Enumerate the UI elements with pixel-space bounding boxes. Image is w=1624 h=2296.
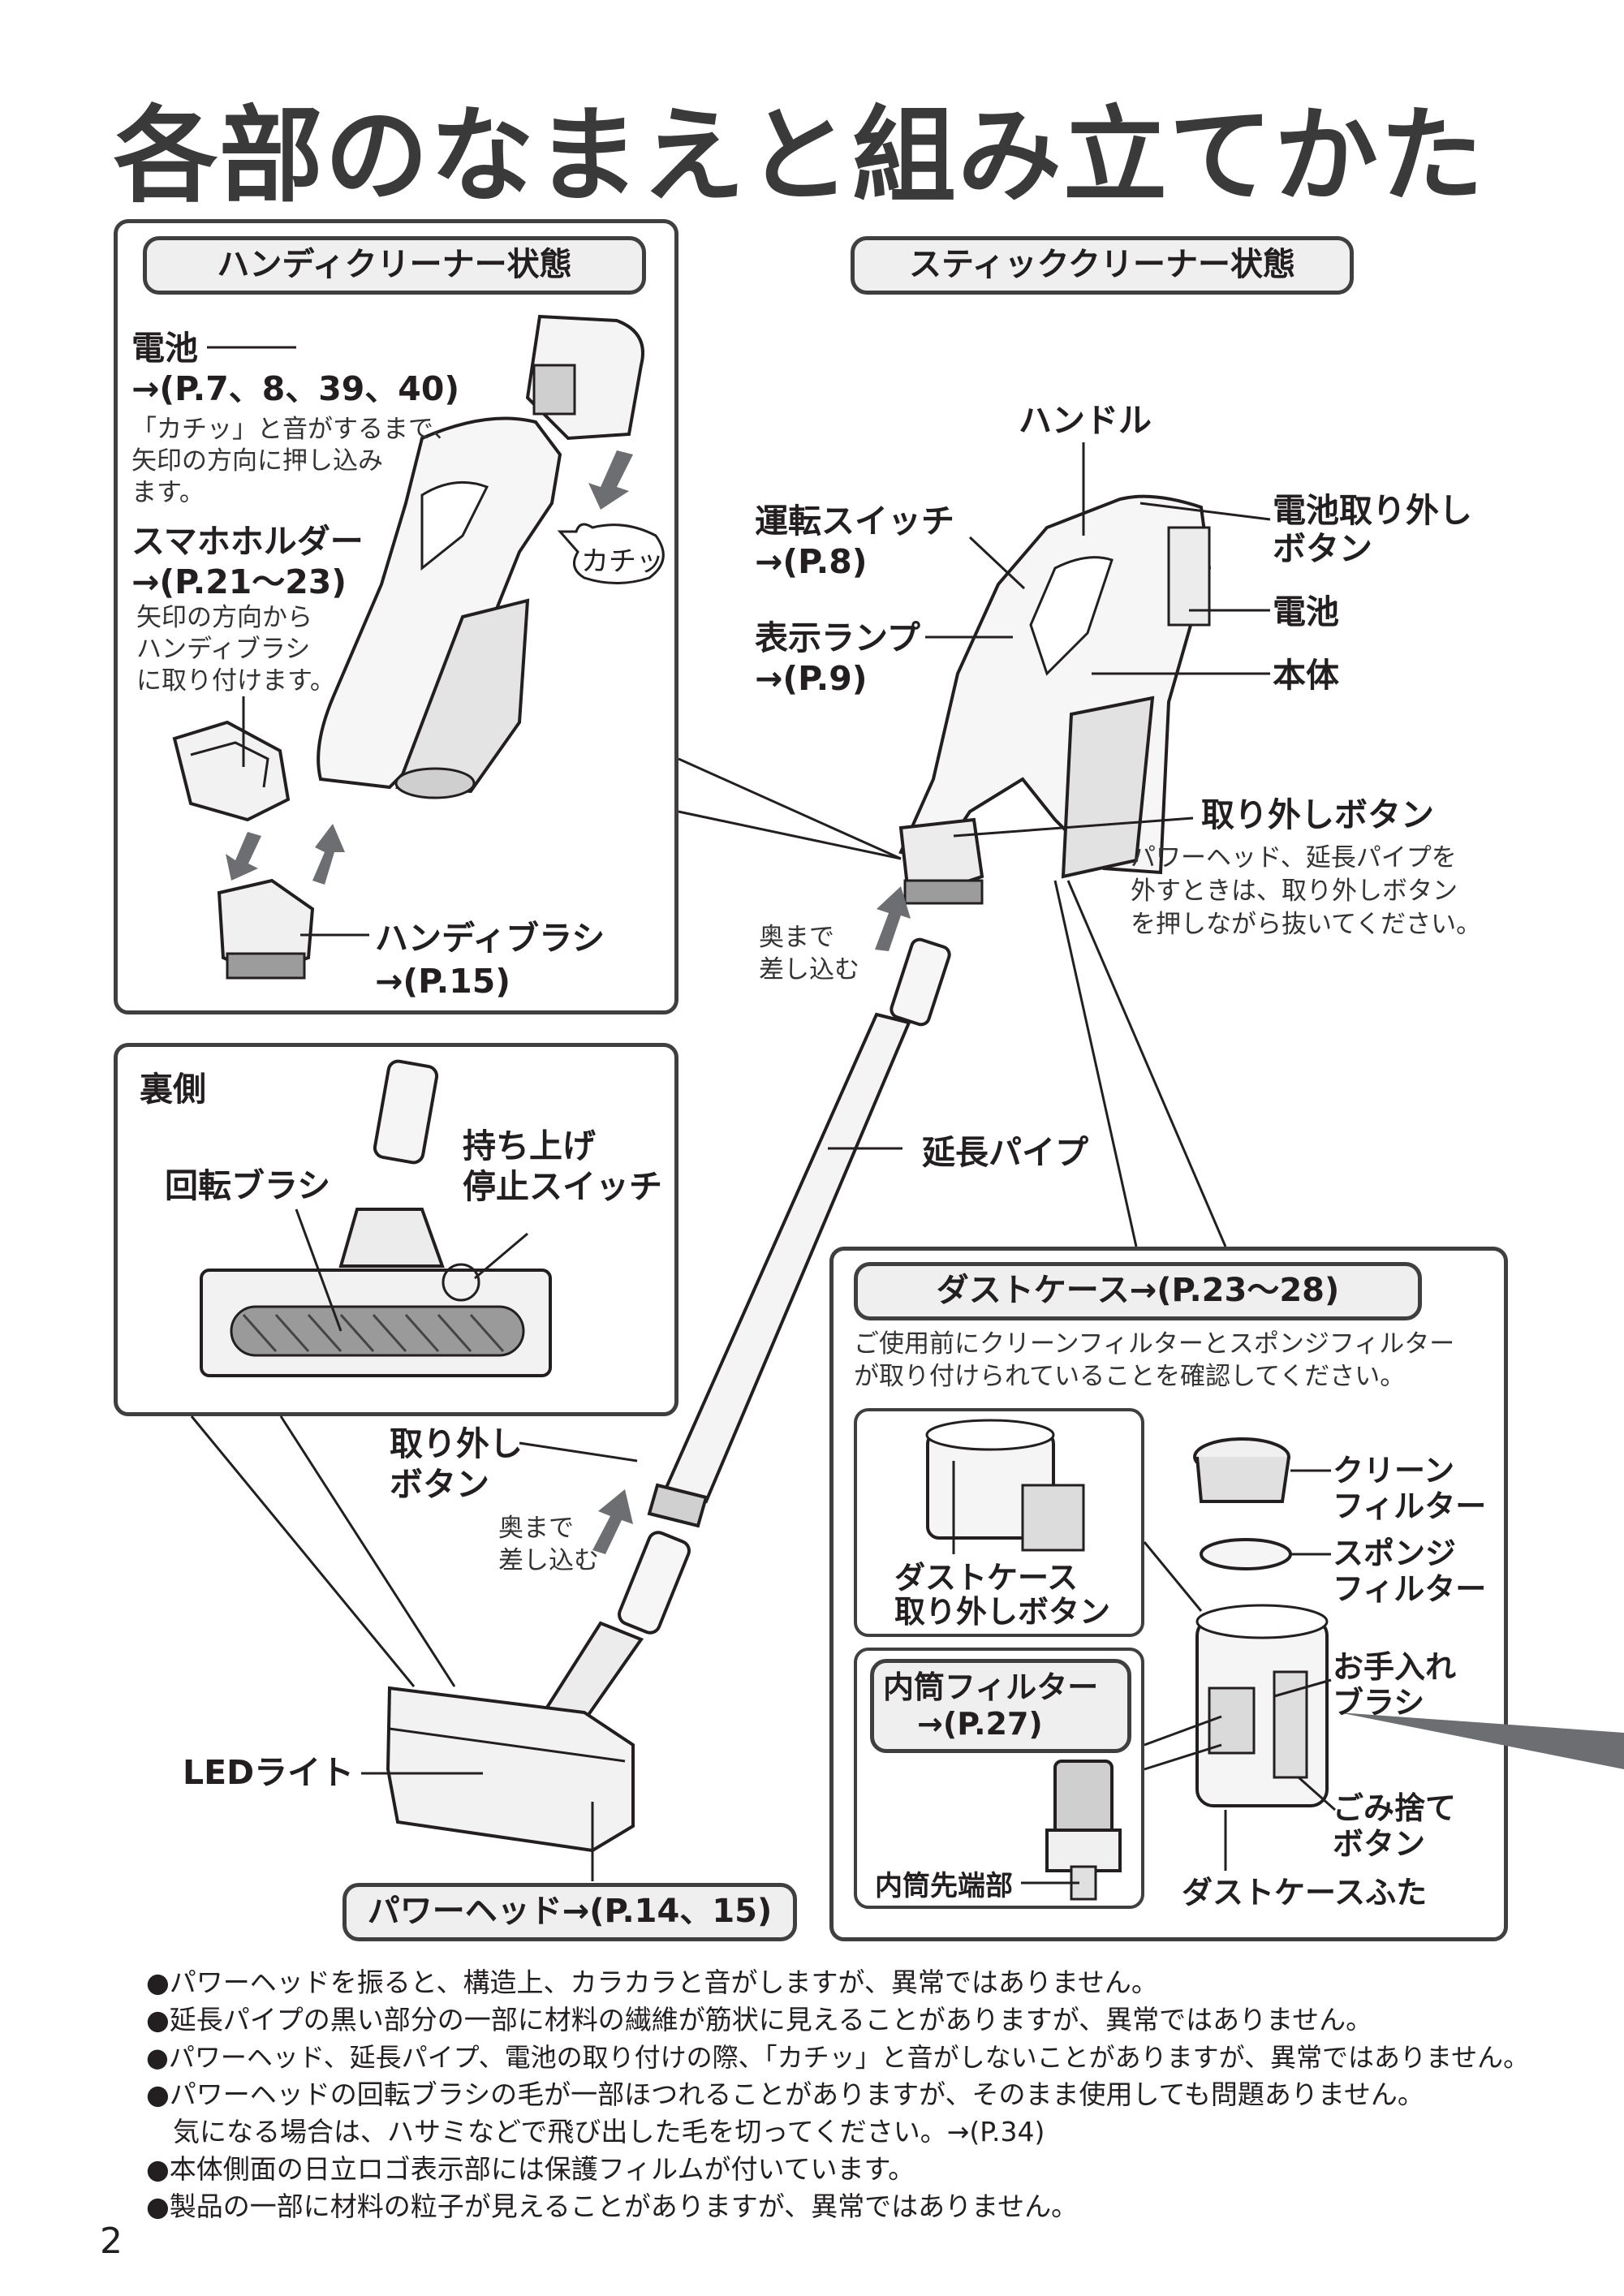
arrow-down-icon bbox=[226, 832, 261, 881]
handy-cleaner-illustration bbox=[317, 416, 562, 799]
dust-button-label-2: ボタン bbox=[1333, 1826, 1426, 1862]
dustcase-note-2: が取り付けられていることを確認してください。 bbox=[854, 1362, 1406, 1391]
handy-brush-ref-link[interactable]: →(P.15) bbox=[375, 962, 510, 1001]
handy-brush-illustration bbox=[217, 878, 315, 980]
dustcase-release-label-1: ダストケース bbox=[894, 1560, 1079, 1596]
lift-stop-label-1: 持ち上げ bbox=[463, 1126, 596, 1165]
battery-label: 電池 bbox=[131, 329, 198, 368]
battery-illustration bbox=[525, 314, 644, 441]
arrow-up-icon bbox=[312, 824, 345, 885]
run-switch-ref-link[interactable]: →(P.8) bbox=[755, 542, 868, 581]
click-sound-text: カチッ bbox=[581, 545, 664, 578]
page-title: 各部のなまえと組み立てかた bbox=[114, 96, 1486, 217]
release2-label-1: 取り外し bbox=[390, 1424, 523, 1463]
note-1: ●パワーヘッドを振ると、構造上、カラカラと音がしますが、異常ではありません。 bbox=[146, 1966, 1158, 1998]
insert2-note-1: 奥まで bbox=[498, 1514, 574, 1543]
note-5: 気になる場合は、ハサミなどで飛び出した毛を切ってください。→(P.34) bbox=[146, 2116, 1045, 2147]
powerhead-header: パワーヘッド→(P.14、15) bbox=[342, 1883, 797, 1941]
lift-stop-label-2: 停止スイッチ bbox=[463, 1167, 662, 1206]
inner-filter-tag bbox=[870, 1659, 1131, 1753]
release-button-label: 取り外しボタン bbox=[1201, 795, 1434, 834]
stick-header: スティッククリーナー状態 bbox=[851, 236, 1354, 295]
handle-label: ハンドル bbox=[1019, 401, 1152, 440]
rotary-brush-label: 回転ブラシ bbox=[165, 1166, 331, 1205]
clean-filter-label-1: クリーン bbox=[1333, 1453, 1455, 1488]
page-number: 2 bbox=[100, 2221, 123, 2262]
dustcase-lid-label: ダストケースふた bbox=[1182, 1875, 1428, 1910]
phone-holder-illustration bbox=[172, 720, 291, 822]
sponge-filter-illustration bbox=[1200, 1538, 1292, 1570]
pipe-label: 延長パイプ bbox=[922, 1133, 1088, 1172]
note-7: ●製品の一部に材料の粒子が見えることがありますが、異常ではありません。 bbox=[146, 2190, 1079, 2222]
note-3: ●パワーヘッド、延長パイプ、電池の取り付けの際、「カチッ」と音がしないことがあり… bbox=[146, 2042, 1530, 2073]
stick-body-illustration bbox=[898, 494, 1212, 905]
battery-ref-link[interactable]: →(P.7、8、39、40) bbox=[131, 369, 460, 408]
body-label: 本体 bbox=[1273, 656, 1339, 695]
phone-holder-ref-link[interactable]: →(P.21～23) bbox=[131, 562, 347, 601]
battery-release-label-2: ボタン bbox=[1273, 529, 1372, 568]
care-brush-label-2: ブラシ bbox=[1333, 1685, 1425, 1721]
extension-pipe-illustration bbox=[647, 937, 951, 1528]
handy-brush-label: ハンディブラシ bbox=[375, 919, 605, 958]
handy-header: ハンディクリーナー状態 bbox=[143, 236, 646, 295]
led-label: LEDライト bbox=[183, 1753, 355, 1792]
clean-filter-illustration bbox=[1193, 1437, 1290, 1503]
inner-tip-label: 内筒先端部 bbox=[875, 1870, 1013, 1902]
dustcase-illustration bbox=[925, 1419, 1085, 1552]
note-4: ●パワーヘッドの回転ブラシの毛が一部ほつれることがありますが、そのまま使用しても… bbox=[146, 2078, 1424, 2110]
dustcase-full-illustration bbox=[1195, 1604, 1329, 1807]
back-header: 裏側 bbox=[140, 1070, 206, 1109]
note-2: ●延長パイプの黒い部分の一部に材料の繊維が筋状に見えることがありますが、異常では… bbox=[146, 2004, 1373, 2035]
run-switch-label: 運転スイッチ bbox=[755, 502, 954, 541]
battery-release-label-1: 電池取り外し bbox=[1273, 491, 1472, 530]
arrow-down-icon bbox=[588, 450, 633, 510]
release-note-1: パワーヘッド、延長パイプを bbox=[1131, 843, 1457, 872]
arrow-up-icon bbox=[875, 886, 911, 951]
inner-filter-label-1: 内筒フィルター bbox=[883, 1669, 1099, 1705]
indicator-ref-link[interactable]: →(P.9) bbox=[755, 659, 868, 698]
dustcase-header: ダストケース→(P.23～28) bbox=[854, 1262, 1422, 1320]
phone-holder-label: スマホホルダー bbox=[131, 522, 364, 561]
holder-note-1: 矢印の方向から bbox=[136, 603, 312, 632]
holder-note-2: ハンディブラシ bbox=[136, 635, 311, 664]
click-bubble bbox=[557, 523, 665, 584]
battery-note-2: 矢印の方向に押し込み bbox=[131, 446, 383, 476]
sponge-filter-label-1: スポンジ bbox=[1333, 1536, 1457, 1571]
insert2-note-2: 差し込む bbox=[498, 1546, 599, 1575]
dust-button-label-1: ごみ捨て bbox=[1333, 1790, 1457, 1826]
inner-filter-ref-link[interactable]: →(P.27) bbox=[917, 1706, 1043, 1742]
battery-note-3: ます。 bbox=[131, 478, 205, 507]
pointer-wedge bbox=[1339, 1712, 1624, 1769]
sponge-filter-label-2: フィルター bbox=[1333, 1571, 1487, 1607]
clean-filter-label-2: フィルター bbox=[1333, 1488, 1487, 1524]
release-note-3: を押しながら抜いてください。 bbox=[1131, 910, 1482, 939]
insert-note-2: 差し込む bbox=[759, 955, 859, 984]
release2-label-2: ボタン bbox=[390, 1465, 489, 1504]
dustcase-release-label-2: 取り外しボタン bbox=[894, 1594, 1111, 1630]
note-6: ●本体側面の日立ロゴ表示部には保護フィルムが付いています。 bbox=[146, 2153, 915, 2185]
dustcase-note-1: ご使用前にクリーンフィルターとスポンジフィルター bbox=[854, 1329, 1455, 1359]
back-powerhead-illustration bbox=[200, 1059, 552, 1377]
powerhead-illustration bbox=[386, 1531, 691, 1853]
battery-stick-label: 電池 bbox=[1273, 592, 1339, 631]
arrow-up-icon bbox=[592, 1489, 633, 1554]
care-brush-label-1: お手入れ bbox=[1333, 1649, 1457, 1685]
insert-note-1: 奥まで bbox=[759, 923, 834, 952]
holder-note-3: に取り付けます。 bbox=[136, 666, 335, 696]
inner-filter-illustration bbox=[1045, 1760, 1122, 1901]
release-note-2: 外すときは、取り外しボタン bbox=[1131, 877, 1458, 906]
indicator-label: 表示ランプ bbox=[755, 618, 920, 657]
battery-note-1: 「カチッ」と音がするまで、 bbox=[131, 415, 458, 444]
